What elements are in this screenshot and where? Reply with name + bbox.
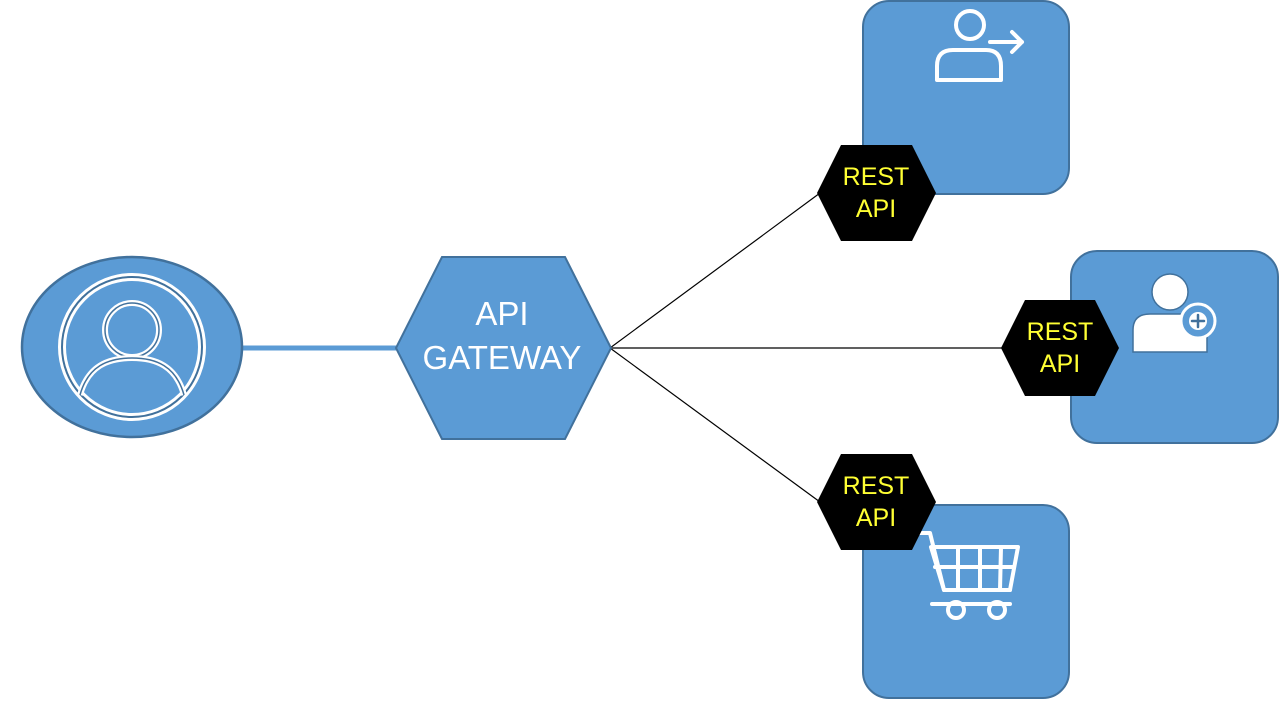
client-node[interactable]: [20, 255, 244, 439]
gateway-login-connector: [609, 192, 821, 349]
cart-service-node[interactable]: [862, 504, 1070, 699]
gateway-cart-connector: [609, 347, 821, 503]
user-plus-icon: [1132, 273, 1217, 353]
rest-api-badge-login[interactable]: REST API: [817, 145, 936, 241]
rest-badge-line1: REST: [843, 472, 910, 500]
gateway-label-line2: GATEWAY: [423, 339, 582, 376]
api-gateway-node[interactable]: API GATEWAY: [394, 256, 613, 440]
gateway-label-line1: API: [475, 295, 528, 332]
rest-badge-line2: API: [856, 504, 896, 532]
shopping-cart-icon: [910, 531, 1020, 620]
rest-badge-line1: REST: [843, 163, 910, 191]
rest-api-badge-cart[interactable]: REST API: [817, 454, 936, 550]
login-service-node[interactable]: [862, 0, 1070, 195]
rest-api-badge-adduser[interactable]: REST API: [1001, 300, 1119, 396]
rest-badge-line1: REST: [1027, 318, 1094, 346]
rest-badge-line2: API: [1040, 350, 1080, 378]
user-avatar-icon: [58, 273, 206, 421]
add-user-service-node[interactable]: [1070, 250, 1279, 444]
rest-badge-line2: API: [856, 195, 896, 223]
user-arrow-icon: [935, 9, 1024, 82]
